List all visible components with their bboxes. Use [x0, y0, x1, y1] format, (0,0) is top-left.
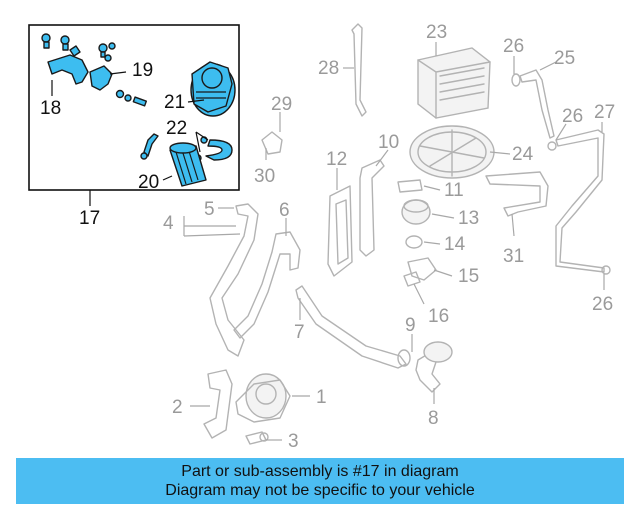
- part-4-icon: [209, 203, 259, 357]
- callout-14: 14: [444, 234, 466, 255]
- callout-13: 13: [458, 208, 479, 229]
- part-27-icon: [555, 129, 605, 273]
- callout-21: 21: [164, 92, 185, 113]
- part-6-icon: [233, 231, 301, 339]
- callout-26c: 26: [592, 294, 613, 315]
- callout-19: 19: [132, 60, 153, 81]
- part-13-icon: [401, 199, 431, 225]
- part-7-icon: [295, 285, 407, 369]
- callout-16: 16: [428, 306, 449, 327]
- callout-11: 11: [444, 180, 464, 201]
- callout-29: 29: [271, 94, 292, 115]
- part-12-icon: [327, 185, 353, 277]
- callout-24: 24: [512, 144, 534, 165]
- callout-26a: 26: [503, 36, 524, 57]
- callout-7: 7: [294, 322, 305, 343]
- callout-26b: 26: [562, 106, 583, 127]
- pump-21-icon: [190, 61, 236, 117]
- callout-15: 15: [458, 266, 479, 287]
- callout-2: 2: [172, 397, 183, 418]
- callout-27: 27: [594, 102, 615, 123]
- callout-3: 3: [288, 431, 299, 452]
- callout-8: 8: [428, 408, 439, 429]
- assembly-17-inset[interactable]: [28, 24, 240, 191]
- callout-23: 23: [426, 22, 447, 43]
- bracket-18-icon: [47, 54, 89, 85]
- callout-20: 20: [138, 172, 159, 193]
- part-28-icon: [351, 23, 367, 117]
- callout-9: 9: [405, 315, 416, 336]
- callout-12: 12: [326, 149, 347, 170]
- callout-1: 1: [316, 387, 327, 408]
- part-1-icon: [235, 373, 291, 423]
- callout-5: 5: [204, 199, 215, 220]
- part-23-icon: [417, 47, 491, 119]
- callout-18: 18: [40, 98, 61, 119]
- callout-25: 25: [554, 48, 575, 69]
- callout-4: 4: [163, 213, 174, 234]
- callout-31: 31: [503, 246, 524, 267]
- part-31-icon: [485, 171, 549, 217]
- parts-diagram: 1 2 3 4 5 6 7 8 9 10 11 12 13 14 15 16 1…: [28, 22, 615, 452]
- callout-28: 28: [318, 58, 339, 79]
- info-banner: Part or sub-assembly is #17 in diagram D…: [16, 458, 624, 504]
- part-2-icon: [203, 369, 233, 439]
- callout-17[interactable]: 17: [79, 208, 100, 229]
- callout-22: 22: [166, 118, 187, 139]
- part-24-icon: [409, 125, 495, 179]
- part-10-icon: [359, 159, 385, 257]
- filter-20-icon: [169, 142, 207, 187]
- washer-icon: [115, 89, 148, 107]
- bracket-19-icon: [89, 65, 113, 91]
- callout-10: 10: [378, 132, 399, 153]
- hose-22-icon: [205, 139, 233, 161]
- banner-line-1: Part or sub-assembly is #17 in diagram: [181, 463, 459, 480]
- callout-6: 6: [279, 200, 290, 221]
- part-25-icon: [519, 69, 555, 139]
- callout-30: 30: [254, 166, 275, 187]
- banner-line-2: Diagram may not be specific to your vehi…: [165, 482, 475, 499]
